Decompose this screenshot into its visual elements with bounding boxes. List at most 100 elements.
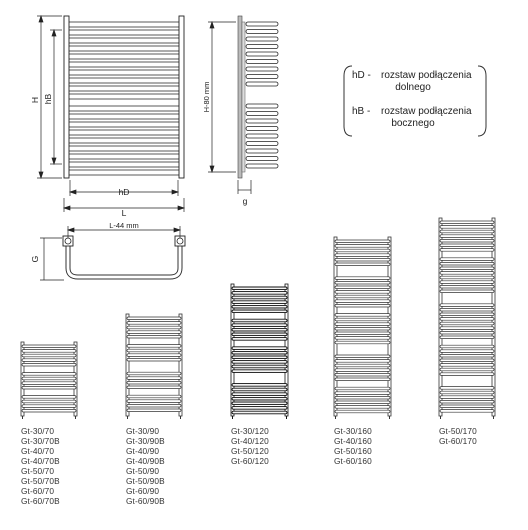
model-code: Gt-40/90 — [126, 446, 159, 456]
thumb-tube — [439, 335, 495, 339]
model-code: Gt-60/120 — [231, 456, 269, 466]
front-bar — [65, 93, 183, 100]
thumb-tube — [439, 285, 495, 289]
thumb-tube — [334, 248, 391, 253]
legend-hB-line2: bocznego — [391, 118, 435, 129]
thumb-tube — [439, 289, 495, 293]
thumb-tube — [334, 281, 391, 285]
thumb-tube — [439, 395, 495, 399]
legend-hB-line1: rozstaw podłączenia — [381, 106, 472, 117]
thumb-tube — [439, 243, 495, 247]
model-code: Gt-60/70 — [21, 486, 54, 496]
side-bar — [245, 133, 279, 139]
model-list-120: Gt-30/120 Gt-40/120 Gt-50/120 Gt-60/120 — [231, 426, 269, 466]
thumb-tube — [126, 335, 182, 339]
side-bar — [245, 51, 279, 57]
thumbnail-70 — [20, 341, 78, 419]
front-bar — [65, 121, 183, 128]
thumb-tube — [21, 353, 77, 358]
thumb-tube — [231, 286, 288, 291]
dimension-g — [237, 180, 252, 194]
front-left-collector — [63, 15, 70, 179]
thumb-tube — [231, 327, 288, 332]
thumb-tube — [21, 372, 77, 376]
side-collector — [241, 21, 246, 173]
dimension-hB — [50, 28, 62, 166]
legend-hD-line2: dolnego — [395, 82, 431, 93]
front-bar — [65, 113, 183, 120]
thumb-tube — [334, 354, 391, 358]
front-view-bars — [65, 21, 183, 176]
model-code: Gt-30/160 — [334, 426, 372, 436]
thumb-tube — [126, 381, 182, 385]
side-bar — [245, 59, 279, 64]
side-bar — [245, 66, 279, 72]
side-bar — [245, 103, 279, 109]
model-code: Gt-50/170 — [439, 426, 477, 436]
model-code: Gt-60/70B — [21, 496, 60, 506]
top-view-bar-outline — [65, 243, 183, 280]
thumb-tube — [334, 363, 391, 368]
front-bar — [65, 69, 183, 76]
thumb-tube — [334, 368, 391, 372]
side-bar — [245, 44, 279, 49]
dimension-L44 — [66, 226, 182, 238]
thumb-tube — [126, 321, 182, 325]
front-bar — [65, 137, 183, 144]
dimension-hD — [68, 180, 180, 196]
thumb-tube — [439, 354, 495, 358]
side-wall-plate — [237, 15, 243, 179]
thumb-tube — [231, 350, 288, 355]
front-view: H hB hD L — [30, 14, 186, 218]
side-bar — [245, 74, 279, 79]
thumb-tube — [126, 394, 182, 399]
thumb-tube — [126, 330, 182, 334]
side-bar — [245, 81, 279, 87]
thumb-tube — [334, 285, 391, 289]
thumbnail-160 — [333, 236, 392, 419]
model-code: Gt-40/90B — [126, 456, 165, 466]
thumb-tube — [439, 262, 495, 266]
thumb-tube — [439, 239, 495, 243]
thumb-tube — [231, 295, 288, 300]
label-g: g — [243, 196, 248, 206]
model-list-70: Gt-30/70 Gt-30/70B Gt-40/70 Gt-40/70B Gt… — [21, 426, 60, 506]
thumb-tube — [439, 220, 495, 224]
thumb-tube — [439, 225, 495, 229]
thumb-tube — [21, 381, 77, 385]
thumb-tube — [126, 371, 182, 376]
thumb-tube — [126, 404, 182, 408]
front-bar — [65, 77, 183, 84]
front-bar — [65, 161, 183, 168]
model-code: Gt-30/90 — [126, 426, 159, 436]
thumb-tube — [439, 363, 495, 367]
thumb-tube — [439, 358, 495, 362]
side-bar — [245, 21, 279, 27]
thumb-tube — [21, 344, 77, 348]
thumb-tube — [126, 316, 182, 320]
thumb-tube — [21, 399, 77, 404]
thumb-tube — [231, 401, 288, 406]
model-code: Gt-50/160 — [334, 446, 372, 456]
dimension-H — [37, 14, 62, 180]
thumb-tube — [231, 392, 288, 396]
thumb-tube — [439, 367, 495, 372]
side-view-bars — [245, 21, 279, 169]
thumb-tube — [439, 321, 495, 326]
front-bar — [65, 105, 183, 112]
thumb-tube — [126, 348, 182, 353]
front-bar — [65, 61, 183, 68]
model-code: Gt-60/170 — [439, 436, 477, 446]
label-H80: H-80 mm — [202, 82, 211, 113]
thumb-tube — [439, 275, 495, 280]
model-code: Gt-50/90 — [126, 466, 159, 476]
legend-right-bracket — [477, 65, 487, 137]
model-code: Gt-40/70B — [21, 456, 60, 466]
model-code: Gt-50/120 — [231, 446, 269, 456]
thumb-tube — [439, 271, 495, 275]
thumb-tube — [334, 290, 391, 294]
thumb-tube — [334, 373, 391, 377]
thumb-tube — [334, 377, 391, 381]
thumb-tube — [231, 304, 288, 309]
